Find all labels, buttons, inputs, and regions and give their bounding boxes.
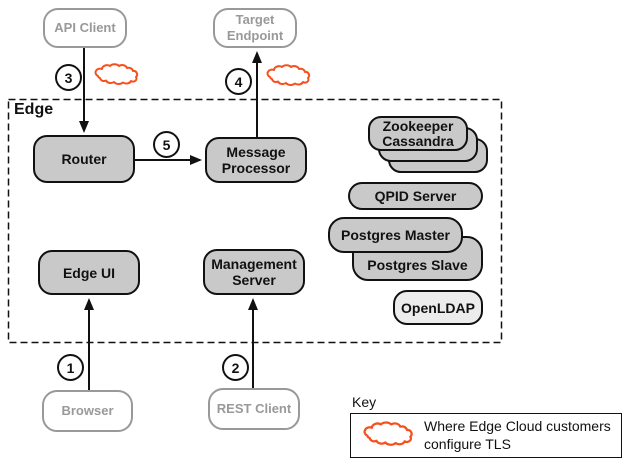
node-message-processor: Message Processor bbox=[205, 137, 307, 183]
node-label: QPID Server bbox=[374, 188, 457, 204]
node-label-line1: Zookeeper bbox=[382, 117, 454, 134]
step-circle-2: 2 bbox=[222, 354, 249, 381]
node-label: Browser bbox=[61, 403, 114, 418]
node-browser: Browser bbox=[42, 390, 133, 432]
step-number: 4 bbox=[234, 73, 243, 90]
node-api-client: API Client bbox=[43, 8, 127, 48]
key-entry-line1: Where Edge Cloud customers bbox=[424, 418, 611, 434]
node-label: Router bbox=[61, 151, 107, 167]
node-management-server: Management Server bbox=[203, 249, 305, 295]
node-label: REST Client bbox=[216, 401, 292, 416]
node-label-line2: Server bbox=[232, 272, 276, 288]
node-label-line1: Message bbox=[226, 144, 286, 160]
key-title: Key bbox=[352, 394, 377, 410]
step-circle-4: 4 bbox=[225, 68, 252, 95]
step-number: 3 bbox=[64, 69, 73, 86]
node-label-line1: Target bbox=[235, 12, 275, 27]
node-qpid-server: QPID Server bbox=[348, 182, 483, 210]
node-label: OpenLDAP bbox=[401, 299, 475, 316]
step-number: 2 bbox=[231, 359, 240, 376]
node-postgres-master: Postgres Master bbox=[328, 217, 463, 253]
key-entry-text: Where Edge Cloud customers configure TLS bbox=[424, 417, 611, 453]
node-label: Postgres Master bbox=[341, 227, 450, 243]
node-target-endpoint: Target Endpoint bbox=[213, 8, 297, 48]
node-label: Edge UI bbox=[62, 264, 116, 281]
tls-cloud-icon bbox=[363, 421, 413, 446]
step-circle-3: 3 bbox=[55, 64, 82, 91]
node-zookeeper-cassandra: Zookeeper Cassandra bbox=[368, 116, 468, 151]
step-circle-5: 5 bbox=[153, 131, 180, 158]
node-openldap: OpenLDAP bbox=[393, 290, 483, 325]
node-router: Router bbox=[33, 135, 135, 183]
tls-cloud-icon bbox=[94, 63, 139, 85]
tls-cloud-icon bbox=[266, 64, 311, 86]
node-label-line2: Cassandra bbox=[382, 132, 454, 149]
step-circle-1: 1 bbox=[57, 354, 84, 381]
node-rest-client: REST Client bbox=[208, 388, 300, 430]
node-label: API Client bbox=[54, 20, 116, 35]
node-label-line2: Endpoint bbox=[226, 28, 284, 43]
node-edge-ui: Edge UI bbox=[38, 250, 140, 295]
step-number: 1 bbox=[66, 359, 75, 376]
step-number: 5 bbox=[162, 136, 171, 153]
node-label-line1: Management bbox=[211, 256, 297, 272]
key-entry-line2: configure TLS bbox=[424, 436, 511, 452]
node-label: Postgres Slave bbox=[367, 257, 468, 273]
node-label-line2: Processor bbox=[221, 160, 291, 176]
edge-group-label: Edge bbox=[14, 101, 54, 118]
